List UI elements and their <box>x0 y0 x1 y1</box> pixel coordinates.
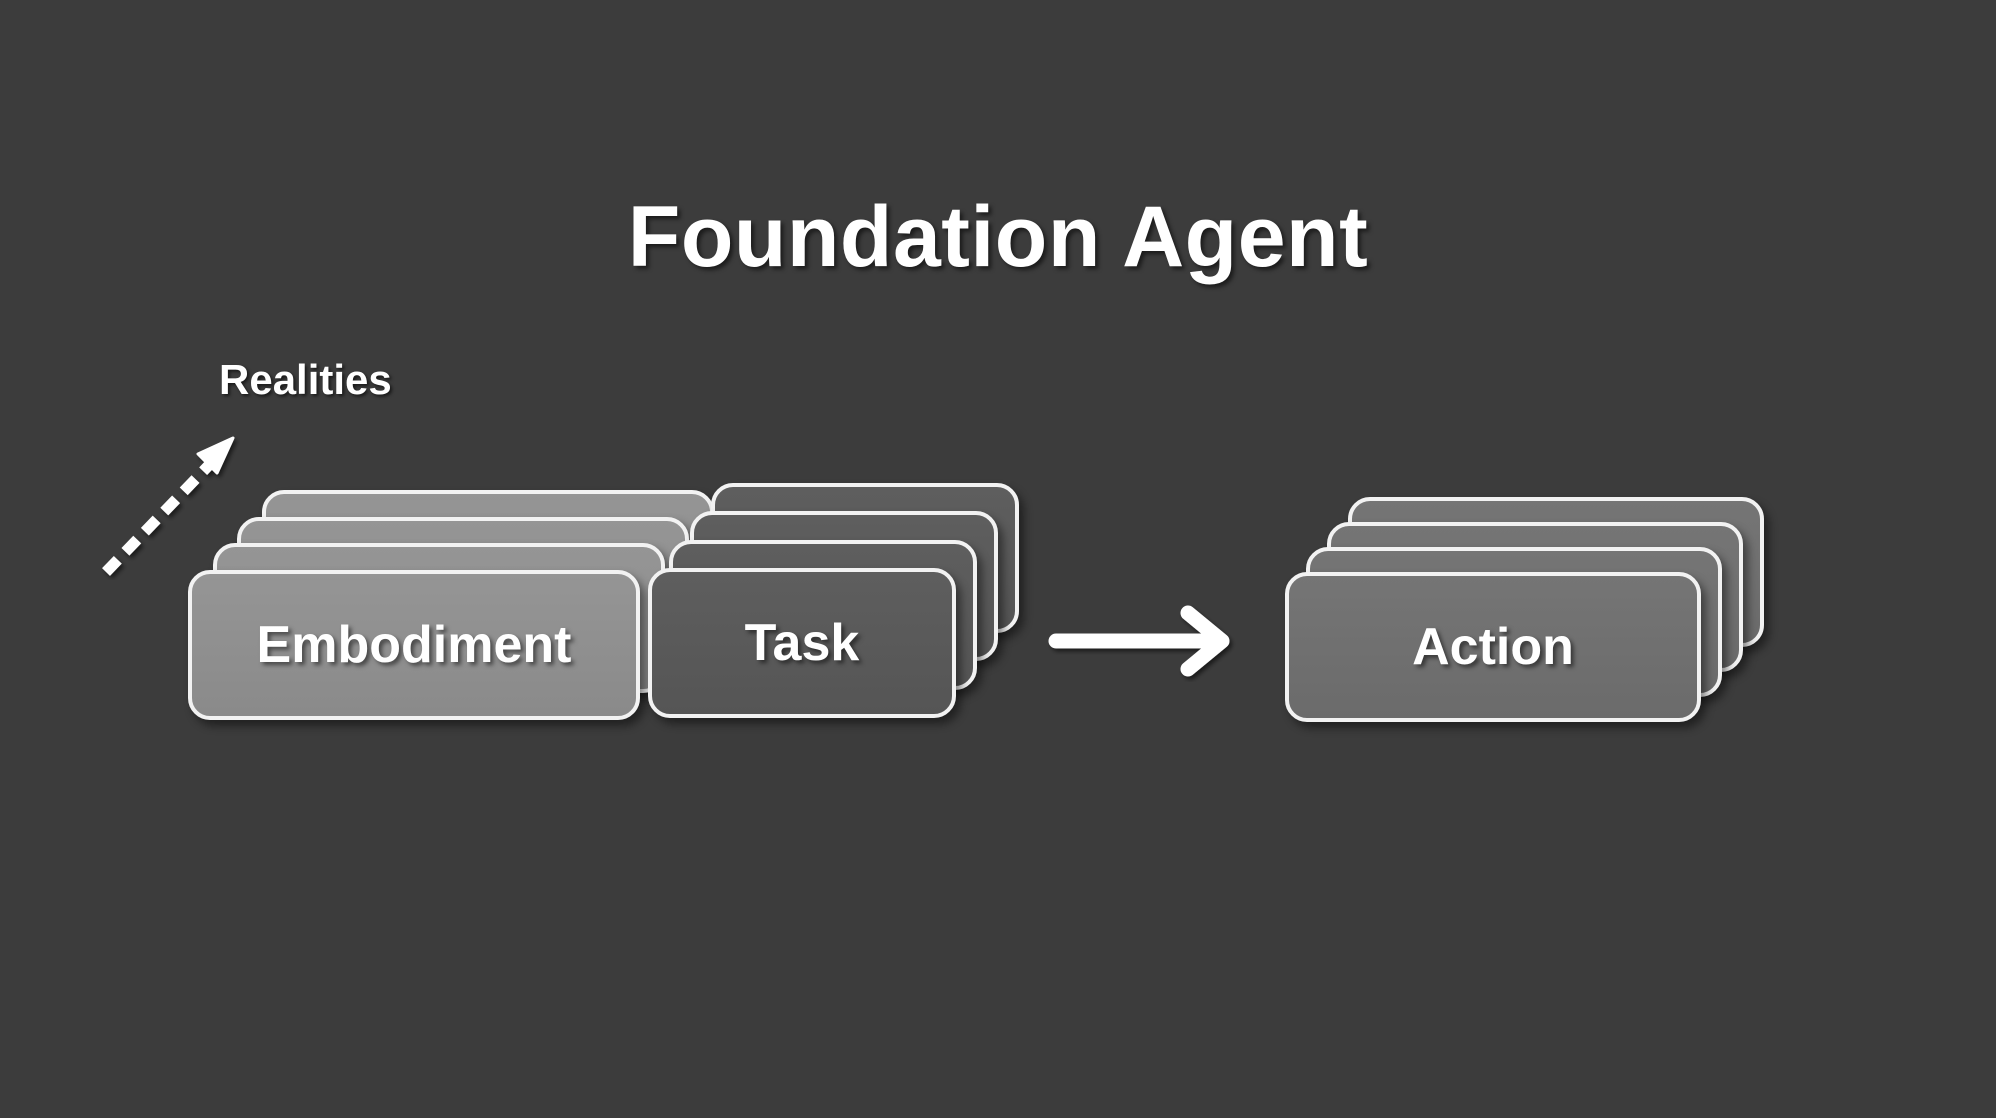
page-title: Foundation Agent <box>627 189 1369 285</box>
card-label-embodiment: Embodiment <box>256 616 572 674</box>
card-stack-embodiment[interactable]: Embodiment <box>188 490 788 720</box>
card-stack-action[interactable]: Action <box>1285 497 1765 722</box>
realities-label: Realities <box>219 356 392 403</box>
card-label-action: Action <box>1412 618 1574 676</box>
card-task-front[interactable]: Task <box>648 568 956 718</box>
card-stack-task[interactable]: Task <box>648 483 1068 723</box>
arrow-right-icon <box>1048 605 1230 677</box>
card-label-task: Task <box>744 614 860 672</box>
card-action-front[interactable]: Action <box>1285 572 1701 722</box>
card-embodiment-front[interactable]: Embodiment <box>188 570 640 720</box>
